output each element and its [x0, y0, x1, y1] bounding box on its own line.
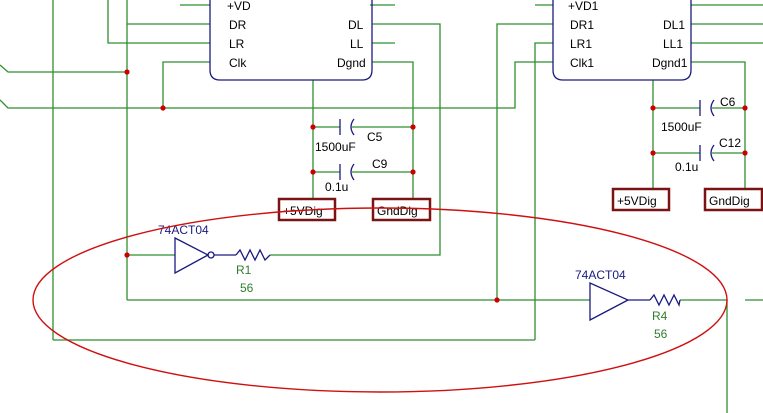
ic-chip-right: [552, 0, 692, 81]
resistor-r4-name: R4: [652, 309, 668, 323]
wire-clk: [162, 61, 210, 108]
pin-label: +VD1: [568, 0, 599, 13]
inverter-left-part: 74ACT04: [158, 223, 209, 237]
power-label: GndDig: [377, 204, 418, 218]
power-label: +5VDig: [283, 204, 323, 218]
pin-label: Dgnd: [337, 56, 366, 70]
cap-c6-value: 1500uF: [661, 120, 702, 134]
wire-dgnd: [372, 61, 414, 200]
wire-bus-a: [0, 64, 127, 73]
junction-dot: [494, 297, 500, 303]
junction-dot: [742, 105, 748, 111]
wire-lr1: [534, 42, 553, 340]
junction-dot: [650, 105, 656, 111]
wire-r4-out: [680, 299, 728, 413]
pin-label: LR: [229, 37, 245, 51]
cap-c12-value: 0.1u: [675, 160, 698, 174]
pin-label: Clk1: [570, 56, 594, 70]
wire-bus-b: [0, 61, 553, 109]
highlight-ellipse: [32, 207, 728, 393]
wire-dr: [126, 0, 210, 25]
resistor-r1-value: 56: [240, 281, 254, 295]
power-label: GndDig: [709, 194, 750, 208]
junction-dot: [160, 105, 166, 111]
pin-label: Clk: [229, 56, 247, 70]
resistor-r4-value: 56: [654, 327, 668, 341]
junction-dot: [310, 169, 316, 175]
pin-label: LL: [350, 37, 364, 51]
pin-label: Dgnd1: [652, 56, 688, 70]
cap-c6-name: C6: [720, 95, 736, 109]
capacitor-c5: [339, 118, 355, 136]
resistor-r4: [649, 293, 681, 307]
inverter-left: [174, 236, 236, 275]
junction-dots: [124, 69, 748, 303]
cap-c12-name: C12: [719, 136, 741, 150]
pin-label: LR1: [570, 37, 592, 51]
cap-c9-value: 0.1u: [325, 180, 348, 194]
pin-label: DL: [348, 18, 364, 32]
power-label: +5VDig: [617, 194, 657, 208]
pin-label: +VD: [227, 0, 251, 13]
junction-dot: [124, 69, 130, 75]
capacitor-c9: [339, 163, 355, 181]
ic-chip-left: [209, 0, 373, 81]
wire-dl: [270, 23, 441, 256]
inverter-right-part: 74ACT04: [575, 268, 626, 282]
power-box-gnd-right: [703, 187, 763, 212]
junction-dot: [742, 150, 748, 156]
cap-c5-name: C5: [367, 130, 383, 144]
inverter-right: [589, 281, 650, 322]
wire-dr1: [496, 23, 553, 300]
junction-dot: [124, 252, 130, 258]
pin-label: DL1: [663, 18, 685, 32]
capacitor-c6: [699, 99, 715, 117]
pin-label: DR: [229, 18, 247, 32]
wire-lr: [107, 0, 210, 44]
pin-label: LL1: [663, 37, 683, 51]
junction-dot: [650, 150, 656, 156]
resistor-r1-name: R1: [236, 263, 252, 277]
cap-c5-value: 1500uF: [315, 140, 356, 154]
cap-c9-name: C9: [372, 157, 388, 171]
wire-dgnd1: [691, 61, 746, 190]
resistor-r1: [235, 248, 271, 262]
pin-label: DR1: [570, 18, 594, 32]
power-box-vdig-right: [611, 187, 671, 212]
capacitor-c12: [699, 144, 715, 162]
junction-dot: [410, 124, 416, 130]
junction-dot: [410, 169, 416, 175]
junction-dot: [310, 124, 316, 130]
